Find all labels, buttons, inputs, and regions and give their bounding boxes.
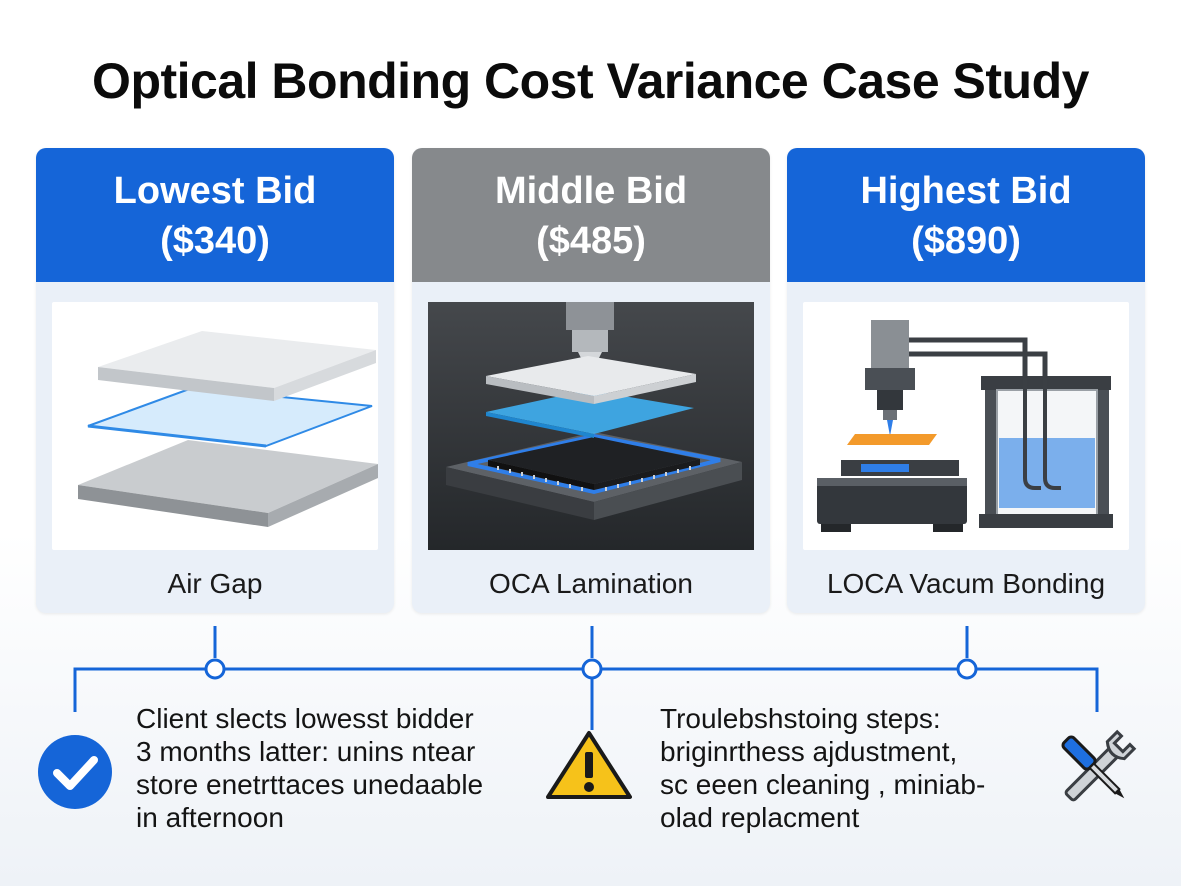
oca-lamination-illustration [428, 302, 754, 550]
tools-icon [1048, 722, 1144, 823]
card-price: ($340) [160, 220, 270, 262]
card-title: Lowest Bid [113, 170, 317, 212]
outcome-line: in afternoon [136, 802, 284, 833]
card-price: ($485) [536, 220, 646, 262]
card-header-highest: Highest Bid ($890) [787, 148, 1145, 282]
card-label: Air Gap [167, 568, 263, 599]
outcome-line: store enetrttaces unedaable [136, 769, 484, 800]
card-highest-bid: Highest Bid ($890) [787, 148, 1145, 613]
page-title: Optical Bonding Cost Variance Case Study [92, 53, 1089, 109]
warning-icon [546, 730, 632, 805]
card-label: OCA Lamination [489, 568, 693, 599]
card-label: LOCA Vacum Bonding [826, 568, 1106, 599]
card-title: Middle Bid [494, 170, 688, 212]
checkmark-icon [37, 734, 113, 815]
card-price: ($890) [911, 220, 1021, 262]
card-middle-bid: Middle Bid ($485) [412, 148, 770, 613]
outcome-line: Client slects lowesst bidder [136, 703, 474, 734]
outcome-line: 3 months latter: unins ntear [136, 736, 476, 767]
outcome-line: olad replacment [660, 802, 860, 833]
outcome-line: briginrthess ajdustment, [660, 736, 958, 767]
outcome-line: sc eeen cleaning , miniab- [660, 769, 986, 800]
outcome-right-text: Troulebshstoing steps: briginrthess ajdu… [660, 702, 985, 834]
card-title: Highest Bid [860, 170, 1072, 212]
outcome-left-text: Client slects lowesst bidder 3 months la… [136, 702, 483, 834]
card-lowest-bid: Lowest Bid ($340) Air Gap [36, 148, 394, 613]
loca-vacuum-illustration [803, 302, 1129, 550]
air-gap-illustration [52, 302, 378, 550]
card-header-lowest: Lowest Bid ($340) [36, 148, 394, 282]
outcome-line: Troulebshstoing steps: [660, 703, 941, 734]
card-header-middle: Middle Bid ($485) [412, 148, 770, 282]
